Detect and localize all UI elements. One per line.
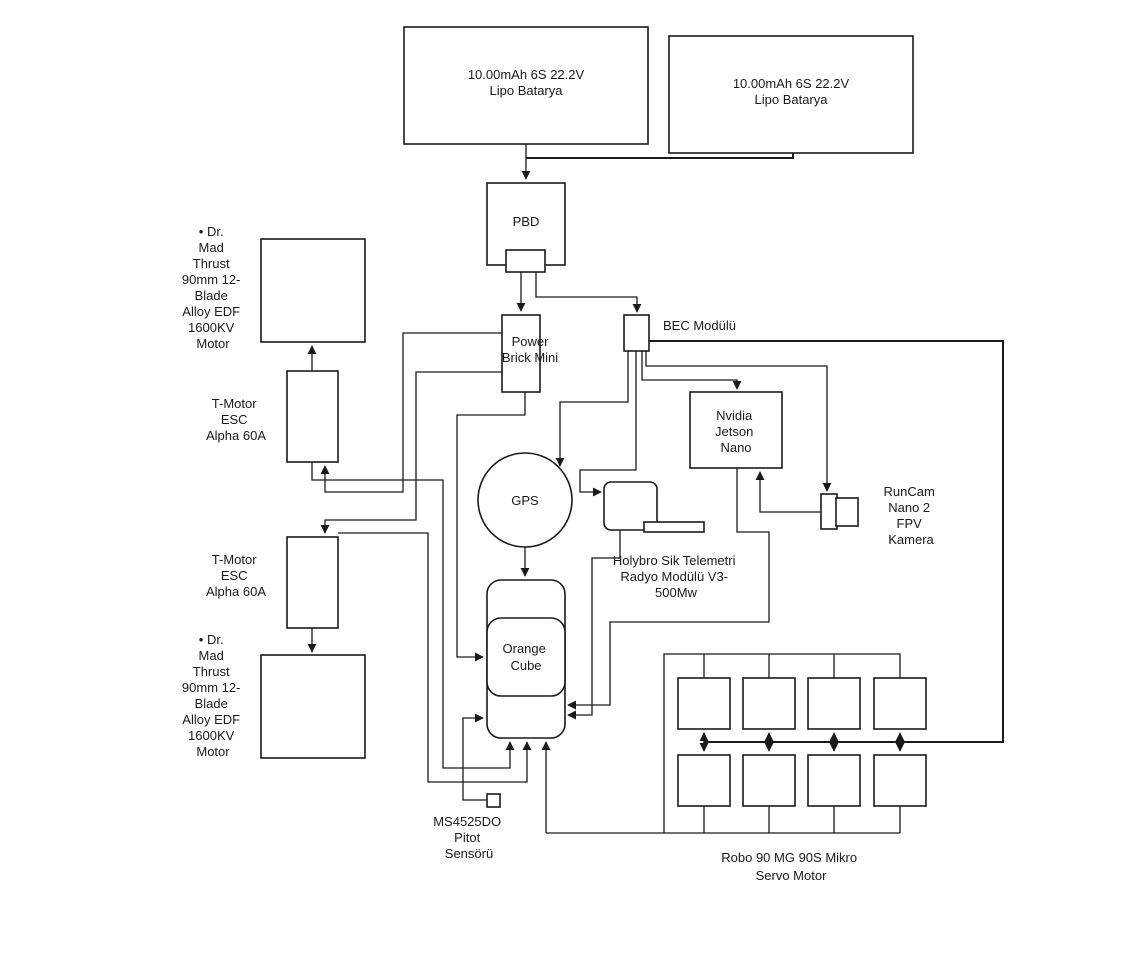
wire-servo-top-bus (663, 653, 901, 833)
camera-lens (835, 497, 859, 527)
battery-1-box (403, 26, 649, 145)
pbd-connector (505, 249, 546, 273)
wire-jetson-cube (567, 468, 770, 710)
camera-label: RunCam Nano 2 FPV Kamera (884, 484, 939, 547)
motor-top-box (260, 238, 366, 343)
wire-telemetry-cube (567, 530, 621, 720)
esc-top-label: T-Motor ESC Alpha 60A (206, 396, 266, 443)
jetson-box (689, 391, 783, 469)
bec-label: BEC Modülü (663, 318, 736, 333)
wire-bec-camera (645, 351, 832, 492)
esc-bottom-label: T-Motor ESC Alpha 60A (206, 552, 266, 599)
orange-cube-inner (486, 617, 566, 697)
pitot-label: MS4525DO Pitot Sensörü (433, 814, 505, 861)
wire-esc-top-cube (311, 462, 515, 769)
servo-7 (807, 754, 861, 807)
servo-label: Robo 90 MG 90S Mikro Servo Motor (721, 850, 860, 883)
orange-cube-label: Orange Cube (503, 641, 550, 673)
motor-top-label: • Dr. Mad Thrust 90mm 12- Blade Alloy ED… (182, 224, 244, 351)
wire-bec-telemetry (579, 351, 637, 497)
servo-4 (873, 677, 927, 730)
telemetry-box (603, 481, 658, 531)
wire-camera-jetson (755, 471, 821, 513)
servo-8 (873, 754, 927, 807)
wire-bec-gps (555, 351, 629, 467)
gps-label: GPS (511, 493, 539, 508)
wire-esc-bottom-cube (338, 532, 532, 783)
pbd-label: PBD (513, 214, 540, 229)
wire-powerbrick-esc-top (320, 332, 502, 493)
jetson-label: Nvidia Jetson Nano (715, 408, 757, 455)
wire-bec-servo-bus (649, 340, 1004, 743)
bec-box (623, 314, 650, 352)
servo-1 (677, 677, 731, 730)
pbd-box (486, 182, 566, 266)
motor-bottom-label: • Dr. Mad Thrust 90mm 12- Blade Alloy ED… (182, 632, 244, 759)
telemetry-label: Holybro Sik Telemetri Radyo Modülü V3- 5… (613, 553, 739, 600)
servo-2 (742, 677, 796, 730)
servo-3 (807, 677, 861, 730)
wire-servo-bottom-bus (546, 806, 901, 834)
camera-body (820, 493, 838, 530)
motor-bottom-box (260, 654, 366, 759)
wire-battery2-pbd (526, 153, 794, 159)
servo-6 (742, 754, 796, 807)
servo-5 (677, 754, 731, 807)
battery-2-box (668, 35, 914, 154)
power-brick-box (501, 314, 541, 393)
wire-pbd-bec (535, 272, 642, 313)
wire-bec-jetson (641, 351, 742, 390)
esc-top-box (286, 370, 339, 463)
wire-pitot-cube (462, 713, 487, 801)
telemetry-antenna (643, 521, 705, 533)
pitot-box (486, 793, 501, 808)
wire-powerbrick-cube (456, 392, 526, 662)
esc-bottom-box (286, 536, 339, 629)
wire-powerbrick-esc-bottom (320, 371, 502, 534)
